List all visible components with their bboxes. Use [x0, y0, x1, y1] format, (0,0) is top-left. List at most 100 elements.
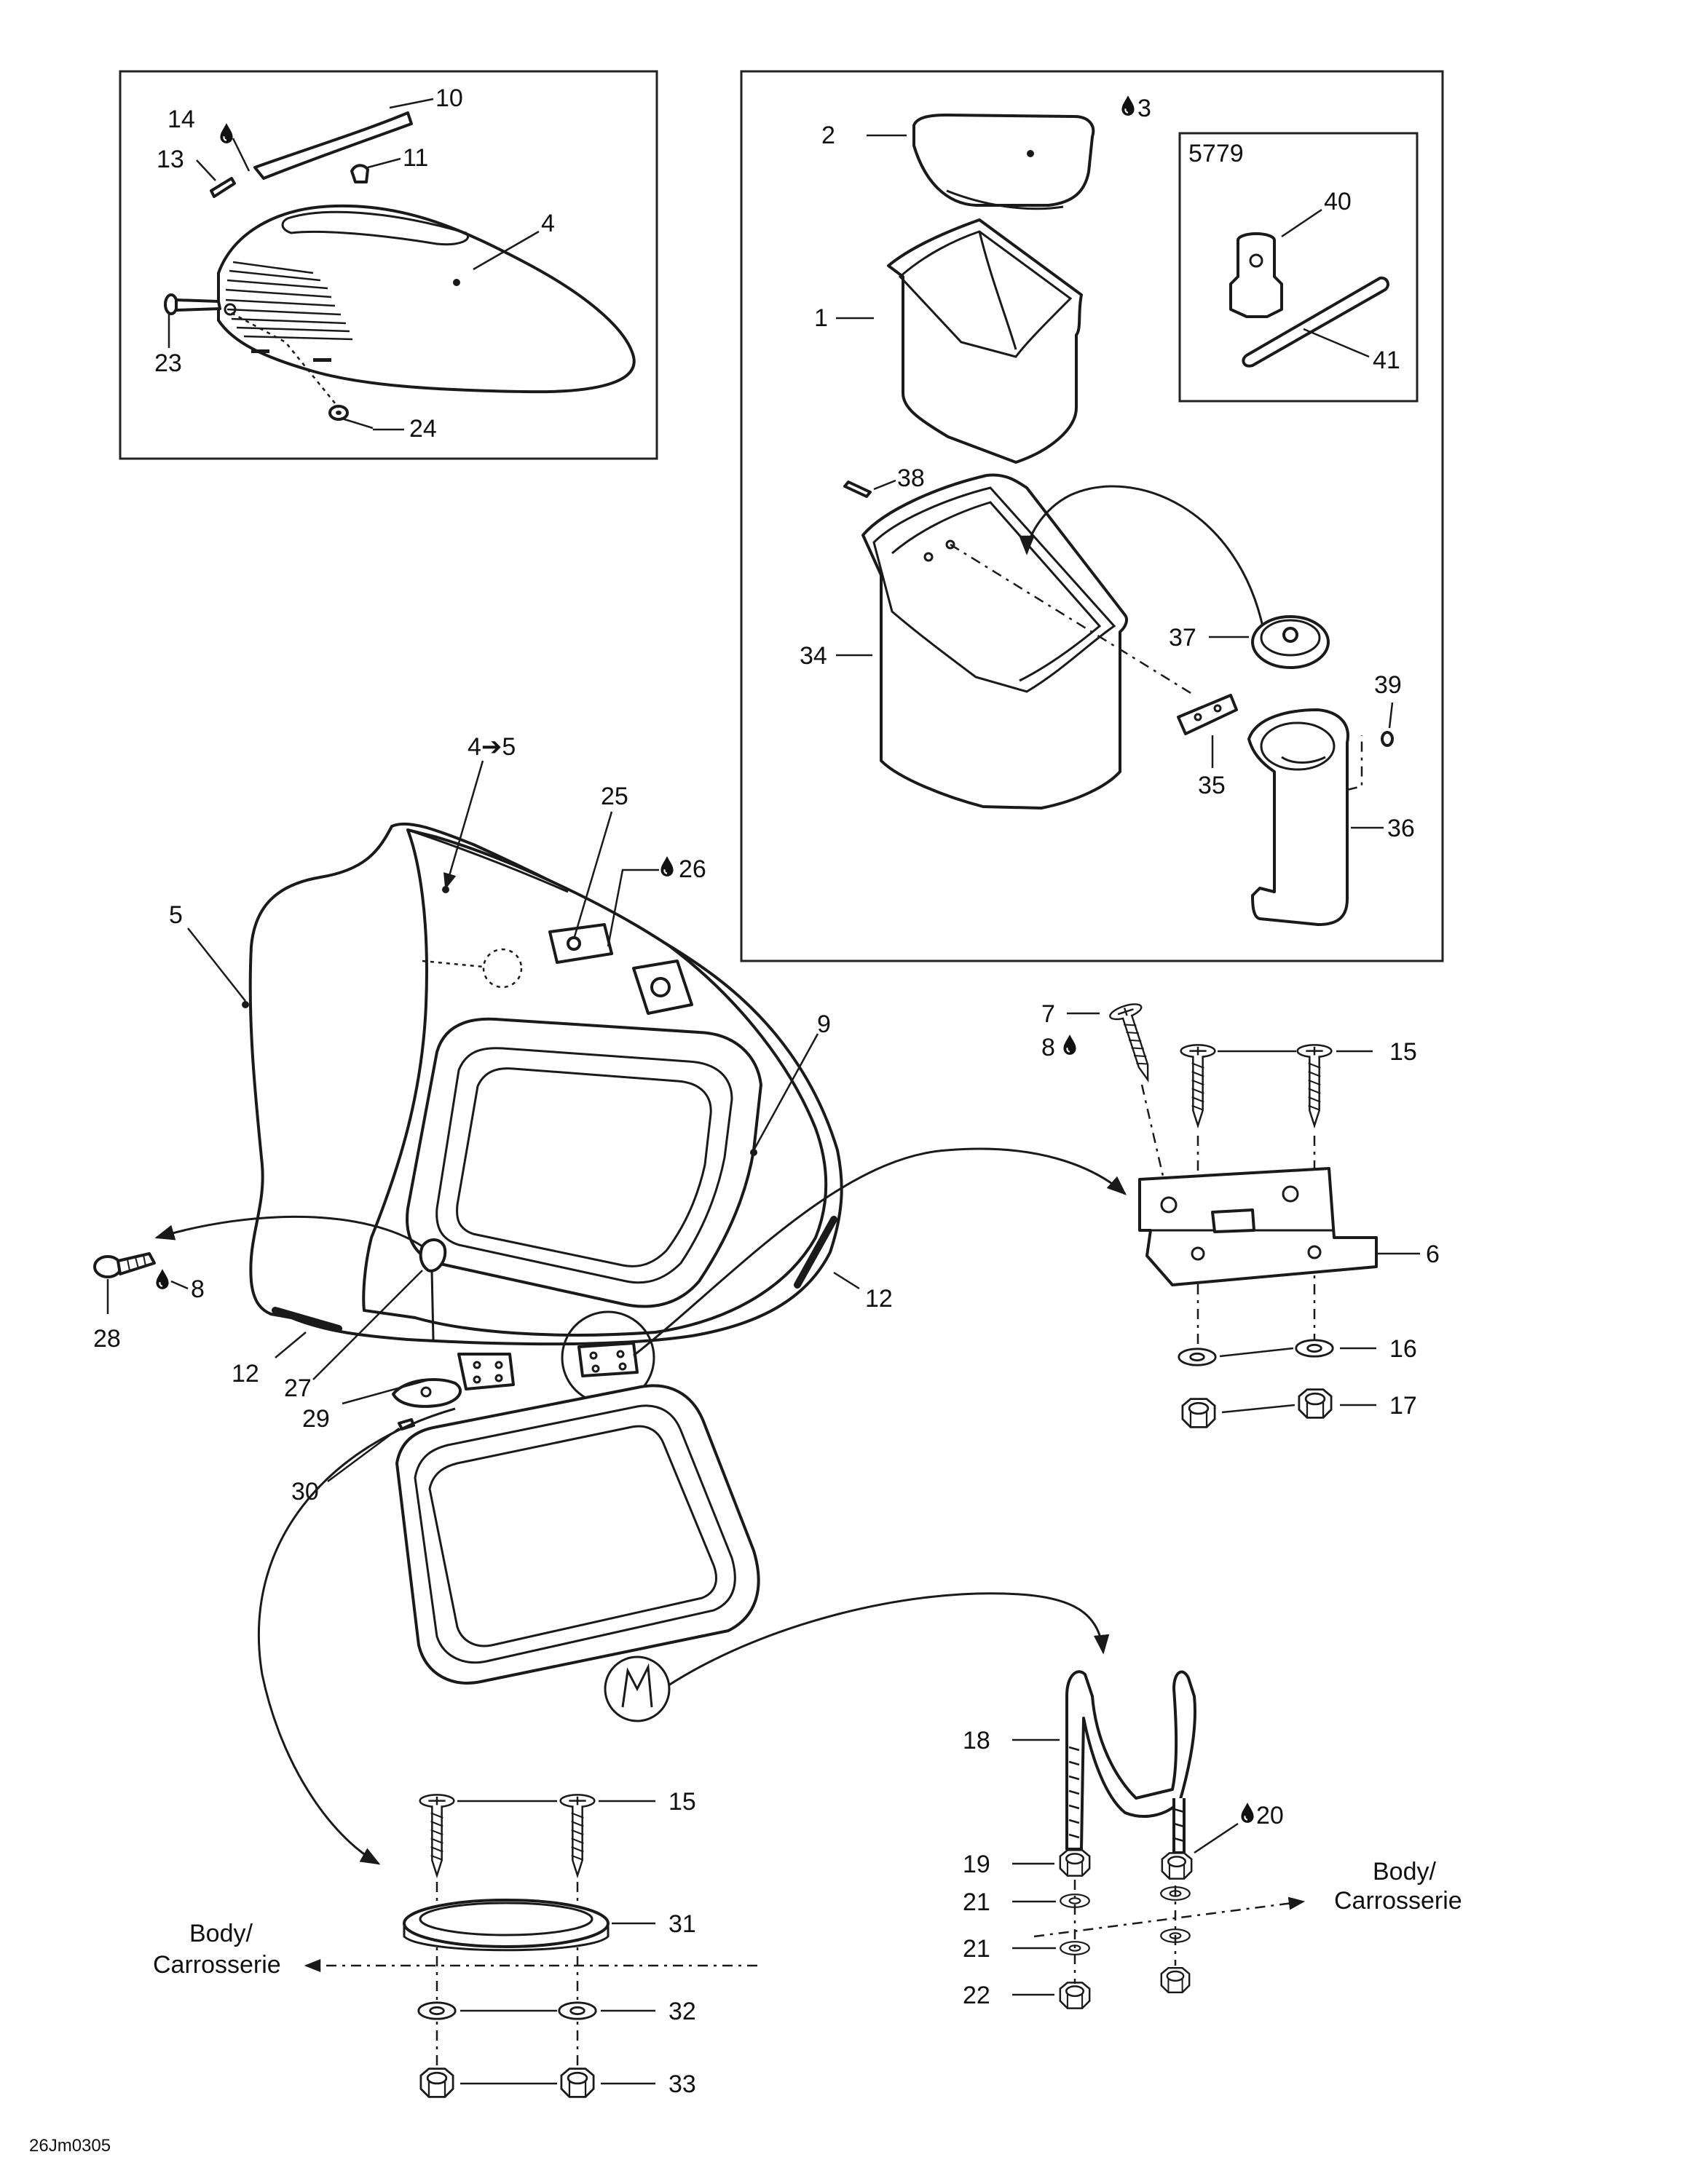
callout-15-bottom: 15 [669, 1788, 696, 1816]
sealant-drop-icon-8 [155, 1268, 170, 1290]
callout-22: 22 [963, 1982, 990, 2009]
frame-inner-edge [435, 1047, 733, 1284]
callout-12-right: 12 [865, 1285, 893, 1313]
ubolt-thread-a [1068, 1746, 1080, 1839]
callout-20: 20 [1256, 1802, 1284, 1829]
callout-1: 1 [814, 304, 828, 332]
plate-part-35 [1177, 694, 1238, 735]
hinge-part-6-group: 7 8 15 6 16 17 [1041, 1000, 1440, 1428]
washer-part-32-b [558, 2001, 597, 2020]
leader-9 [752, 1033, 819, 1151]
housing-hole-b [945, 539, 955, 550]
callout-32: 32 [669, 1998, 696, 2025]
callout-17: 17 [1389, 1392, 1417, 1420]
hood-tab-b [313, 358, 331, 362]
seal-part-12-left [272, 1307, 342, 1332]
hinge-slot [1211, 1208, 1255, 1233]
housing-part-34 [861, 473, 1128, 810]
dotted-locator-line [422, 960, 484, 968]
cap-part-37 [1251, 615, 1330, 669]
callout-2: 2 [821, 122, 835, 149]
leader-4 [473, 230, 540, 271]
plate-25-hole [567, 936, 581, 951]
base-plate-hole [420, 1386, 432, 1398]
pin-part-13 [210, 177, 236, 198]
frame-window [456, 1067, 712, 1267]
nut-part-33-b [560, 2068, 595, 2098]
leader-14 [232, 138, 251, 172]
storage-bin-panel: 5779 40 41 2 3 1 34 [740, 70, 1444, 962]
rod-part-41 [1242, 276, 1389, 368]
callout-34: 34 [800, 642, 827, 670]
hood-screw-hole [224, 303, 237, 316]
housing-rim [872, 486, 1116, 693]
housing-inner [891, 501, 1102, 682]
bracket-opening [1260, 721, 1336, 771]
sealant-drop-icon-3 [1121, 95, 1135, 116]
screw-part-15-a [1180, 1044, 1216, 1127]
arrow-hinge-6 [633, 1147, 1127, 1357]
seal-part-12-right [794, 1216, 837, 1289]
callout-26: 26 [679, 855, 706, 883]
washer-part-16-b [1295, 1339, 1334, 1358]
callout-28: 28 [93, 1325, 121, 1353]
arrow-37 [1019, 485, 1265, 630]
leader-39 [1388, 702, 1394, 729]
callout-4-5: 4➔5 [468, 733, 516, 761]
strap-part-29 [430, 1270, 435, 1340]
callout-41: 41 [1373, 347, 1400, 374]
hinge-hole-2 [1282, 1185, 1299, 1203]
callout-6: 6 [1426, 1241, 1440, 1268]
callout-37: 37 [1169, 624, 1196, 652]
callout-23: 23 [154, 349, 182, 377]
arrow-28 [154, 1215, 423, 1248]
ubolt-thread-b [1173, 1808, 1185, 1843]
bucket-part-1 [887, 218, 1083, 464]
leader-38 [873, 479, 896, 491]
callout-8-right: 8 [1041, 1034, 1055, 1061]
leader-26 [607, 869, 659, 947]
hinge-part-6 [1138, 1167, 1378, 1286]
plate-hole-b [1213, 704, 1222, 713]
ring-mount-group: 15 31 Body/ Carrosserie 32 33 [153, 1788, 757, 2098]
leader-40 [1281, 208, 1322, 238]
screw-part-15-d [559, 1794, 596, 1877]
callout-21-b: 21 [963, 1935, 990, 1963]
ubolt-group: 18 20 19 21 21 22 Body/ Carrosserie [963, 1670, 1462, 2009]
washer-part-39 [1381, 731, 1394, 747]
callout-10: 10 [435, 84, 463, 112]
panel-frame-storage [740, 70, 1444, 962]
callout-19: 19 [963, 1851, 990, 1878]
callout-31: 31 [669, 1910, 696, 1938]
leader-4-5 [443, 760, 484, 890]
leader-25 [572, 811, 613, 940]
shell-ref-dot [242, 1001, 249, 1008]
sealant-drop-icon [219, 122, 234, 144]
callout-11: 11 [403, 144, 428, 172]
callout-9: 9 [817, 1010, 831, 1038]
hinge-left [457, 1353, 515, 1390]
callout-36: 36 [1387, 815, 1415, 842]
callout-35: 35 [1198, 772, 1226, 799]
nut-part-22 [1059, 1982, 1091, 2009]
ubolt-part-18 [1065, 1670, 1196, 1851]
callout-38: 38 [897, 464, 925, 492]
dotted-locator [482, 948, 523, 989]
liner-top-edge [407, 828, 569, 893]
plate-hole-a [1194, 713, 1202, 721]
hinge-hole-3 [1191, 1246, 1205, 1261]
callout-29: 29 [302, 1405, 330, 1433]
leader-5 [187, 927, 246, 1002]
callout-40: 40 [1324, 188, 1352, 215]
body-label-left-line1: Body/ [189, 1920, 253, 1947]
lid-ref-dot [1027, 150, 1034, 157]
sealant-drop-icon-26 [660, 855, 674, 877]
assembly-path-35 [950, 543, 1195, 697]
callout-14: 14 [167, 106, 195, 133]
callout-15-top: 15 [1389, 1038, 1417, 1066]
nut-part-33-a [419, 2068, 454, 2098]
callout-12-left: 12 [232, 1360, 259, 1388]
screw-part-15-b [1296, 1044, 1333, 1127]
callout-39: 39 [1374, 671, 1402, 699]
callout-7: 7 [1041, 1000, 1055, 1028]
